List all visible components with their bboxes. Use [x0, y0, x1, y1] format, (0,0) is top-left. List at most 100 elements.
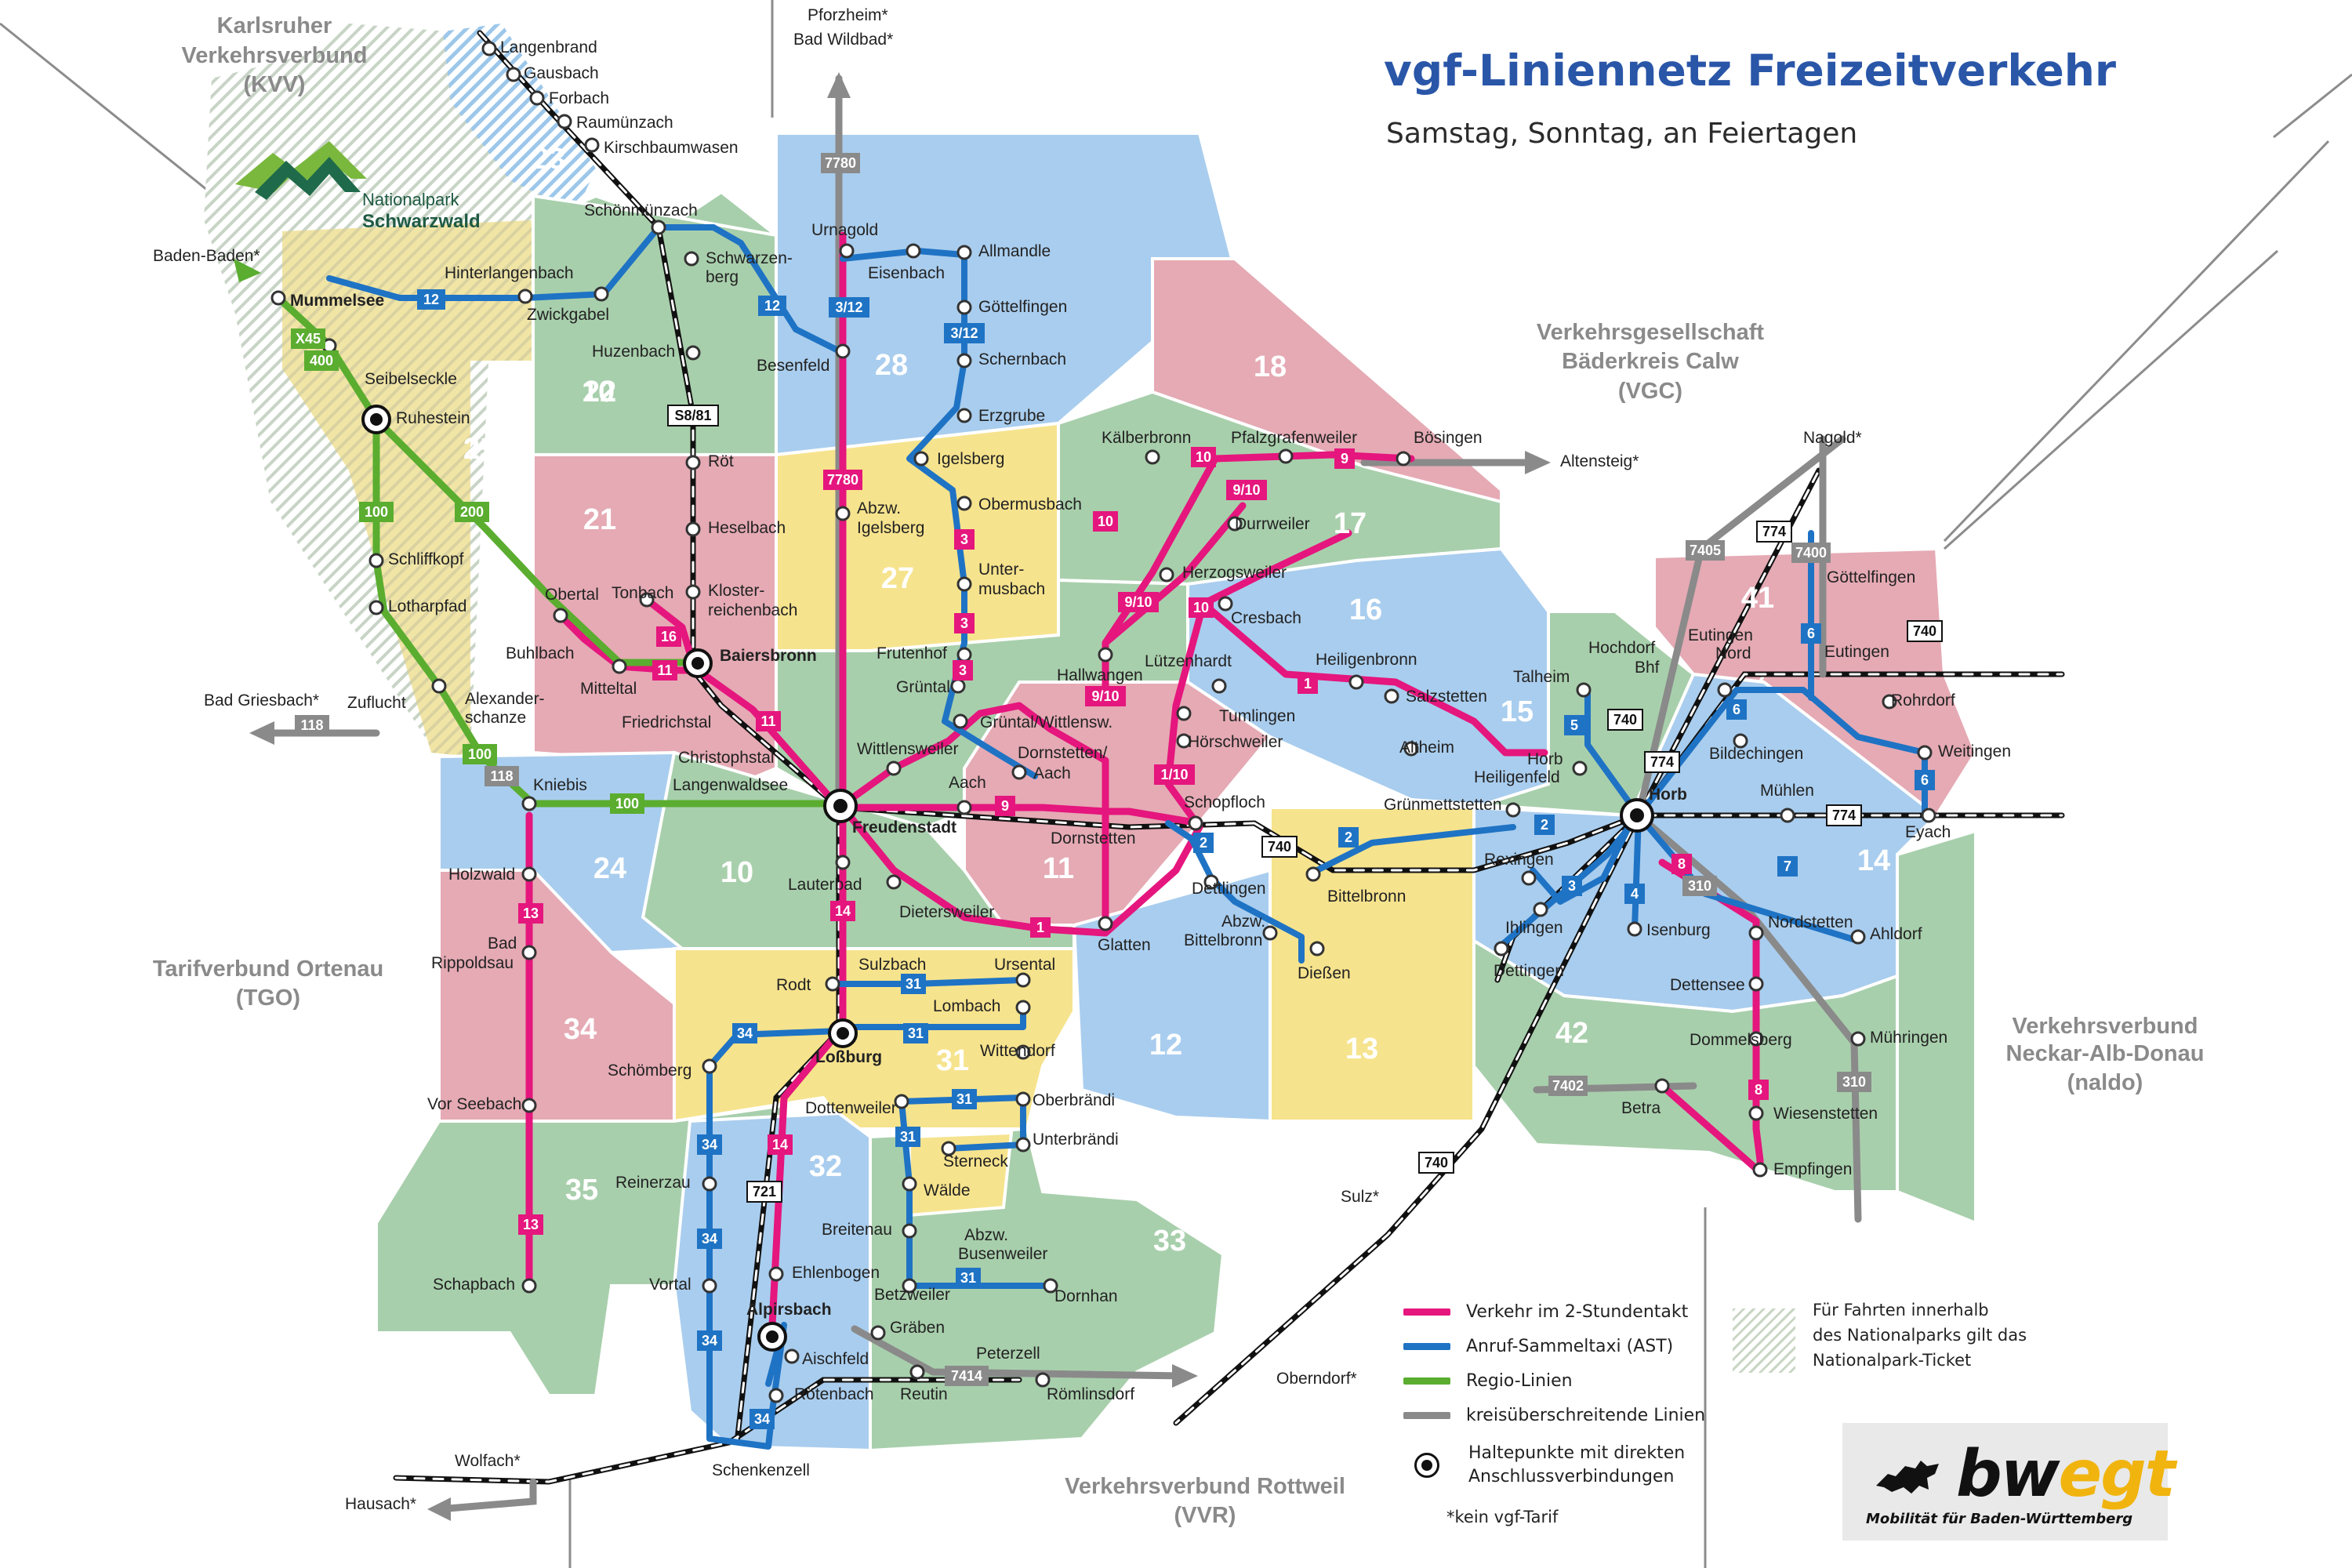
stop-label: Baden-Baden* — [153, 247, 260, 265]
zone-number: 28 — [875, 349, 908, 382]
line-label: 6 — [1807, 626, 1815, 641]
line-label: 100 — [468, 746, 492, 762]
zone-28 — [775, 132, 1237, 457]
neighbor-vgc-3: (VGC) — [1618, 379, 1682, 404]
zone-number: 34 — [564, 1013, 597, 1046]
line-label: 10 — [1098, 514, 1113, 529]
zone-number: 13 — [1345, 1033, 1378, 1065]
stop-label: Holzwald — [448, 866, 515, 884]
stop-label: Kälberbronn — [1102, 429, 1191, 447]
line-label: 774 — [1762, 524, 1786, 539]
line-label: 100 — [615, 796, 639, 811]
line-label: 31 — [906, 976, 921, 992]
zone-35 — [375, 1103, 786, 1397]
stop-label: Herzogsweiler — [1182, 564, 1287, 582]
stop-label: berg — [706, 268, 739, 286]
stop-label: Dettensee — [1670, 976, 1745, 994]
zone-number: 16 — [1349, 593, 1382, 626]
stop-label: Dietersweiler — [899, 903, 994, 921]
legend-label: Anschlussverbindungen — [1468, 1467, 1675, 1486]
line-label: 3 — [960, 615, 968, 631]
stop-label: Unterbrändi — [1033, 1131, 1119, 1149]
stop-label: Hallwangen — [1057, 666, 1143, 684]
stop-label: Christophstal — [678, 749, 775, 767]
stop-label: Heiligenfeld — [1474, 768, 1560, 786]
legend-label: Regio-Linien — [1466, 1370, 1573, 1391]
stop-label: Kloster- — [708, 582, 764, 600]
line-label: 12 — [764, 298, 780, 314]
stop-label: Schernbach — [978, 350, 1066, 368]
stop-label: Eutingen — [1688, 626, 1753, 644]
stop-label: Dornstetten — [1051, 829, 1136, 848]
zone-number: 12 — [1149, 1029, 1182, 1062]
stop-label: Grüntal — [896, 678, 950, 696]
stop-label: Besenfeld — [757, 357, 829, 375]
line-label: 740 — [1268, 839, 1291, 855]
stop-label: musbach — [978, 580, 1045, 598]
zone-number: 22 — [583, 376, 616, 408]
legend-item-pink: Verkehr im 2-Stundentakt — [1403, 1298, 1688, 1326]
zone-number: 31 — [936, 1044, 969, 1077]
hub-horb — [1620, 798, 1654, 833]
stop-label: Dießen — [1298, 964, 1351, 982]
line-label: 31 — [960, 1270, 976, 1286]
line-label: 721 — [753, 1184, 776, 1200]
stop-label: Sulzbach — [858, 956, 926, 974]
stop-label: Hausach* — [345, 1495, 416, 1513]
stop-label: Forbach — [549, 89, 609, 107]
stop-label: Schapbach — [433, 1276, 515, 1294]
zone-12 — [1072, 868, 1272, 1123]
stop-label: Vor Seebach — [427, 1095, 521, 1113]
stop-label: Alexander- — [465, 690, 545, 708]
stop-label: Unter- — [978, 561, 1024, 579]
line-label: 14 — [772, 1137, 788, 1152]
stop-label: Peterzell — [976, 1345, 1040, 1363]
line-label: 12 — [423, 292, 439, 307]
line-label: 2 — [1541, 817, 1548, 833]
line-label: 3/12 — [835, 299, 862, 315]
zone-number: 41 — [1741, 582, 1774, 615]
stop-label: Pfalzgrafenweiler — [1231, 429, 1357, 447]
neighbor-vvr-2: (VVR) — [1174, 1503, 1236, 1528]
stop-label: Sterneck — [943, 1152, 1008, 1171]
stop-label: Tumlingen — [1219, 707, 1295, 725]
line-boxes: 12 12 3/12 3/12 X45 400 S8/81 7780 7780 … — [291, 153, 1943, 1429]
stop-label: Mitteltal — [580, 680, 637, 698]
neighbor-naldo-2: Neckar-Alb-Donau — [2006, 1041, 2205, 1066]
line-label: 11 — [760, 713, 775, 729]
stop-label: Frutenhof — [877, 644, 947, 662]
legend-label: Verkehr im 2-Stundentakt — [1466, 1301, 1689, 1322]
stop-label: Bad — [488, 935, 517, 953]
stop-label: Ehlenbogen — [792, 1264, 880, 1282]
legend-item-grey: kreisüberschreitende Linien — [1403, 1401, 1705, 1429]
line-label: X45 — [296, 331, 321, 347]
stop-label: Rippoldsau — [431, 954, 514, 972]
stop-label: Lützenhardt — [1145, 652, 1232, 670]
line-label: 1 — [1036, 920, 1044, 935]
line-label: 740 — [1425, 1155, 1448, 1171]
arrow-up-icon — [827, 72, 851, 98]
stop-label: Nordstetten — [1768, 913, 1853, 931]
stop-label: Abzw. — [1221, 913, 1265, 931]
zone-42 — [1472, 938, 1899, 1193]
stop-names: Langenbrand Gausbach Forbach Raumünzach … — [153, 6, 2011, 1513]
stop-label: Aischfeld — [802, 1350, 869, 1368]
line-label: 3/12 — [950, 325, 978, 341]
stop-label: Röt — [708, 452, 734, 470]
stop-label: Vortal — [649, 1276, 691, 1294]
stop-label: schanze — [465, 709, 526, 727]
stop-label: Ruhestein — [396, 409, 470, 427]
neighbor-naldo-1: Verkehrsverbund — [2013, 1014, 2198, 1039]
stop-label: Altheim — [1399, 739, 1454, 757]
line-label: 34 — [737, 1025, 753, 1041]
stop-label: Durrweiler — [1235, 515, 1310, 533]
stop-label: Gräben — [890, 1319, 945, 1337]
stop-label: Nord — [1715, 644, 1751, 662]
line-label: 9 — [1001, 798, 1009, 814]
line-label: 9 — [1341, 451, 1348, 466]
legend-label: kreisüberschreitende Linien — [1466, 1405, 1706, 1425]
direction-arrows — [234, 72, 1551, 1521]
stop-label: Bösingen — [1414, 429, 1483, 447]
stop-label: Wolfach* — [455, 1452, 521, 1470]
